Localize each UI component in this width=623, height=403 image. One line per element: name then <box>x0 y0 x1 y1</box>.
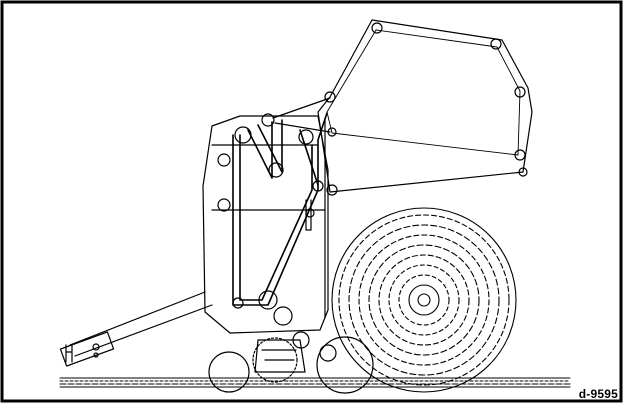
figure-code-label: d-9595 <box>578 387 618 401</box>
drawbar <box>59 291 213 367</box>
round-bale <box>331 207 517 393</box>
chamber-rollers <box>217 113 324 326</box>
tailgate-inner <box>326 29 521 156</box>
baling-belt <box>232 112 328 306</box>
chamber-inner-panel <box>211 117 326 319</box>
chamber-side-panel <box>202 115 329 334</box>
ground-hatch <box>59 377 571 388</box>
hydraulic-cylinder <box>305 199 312 231</box>
tailgate-pivots <box>324 22 528 196</box>
tailgate <box>317 19 533 193</box>
pickup-assembly <box>208 331 374 394</box>
